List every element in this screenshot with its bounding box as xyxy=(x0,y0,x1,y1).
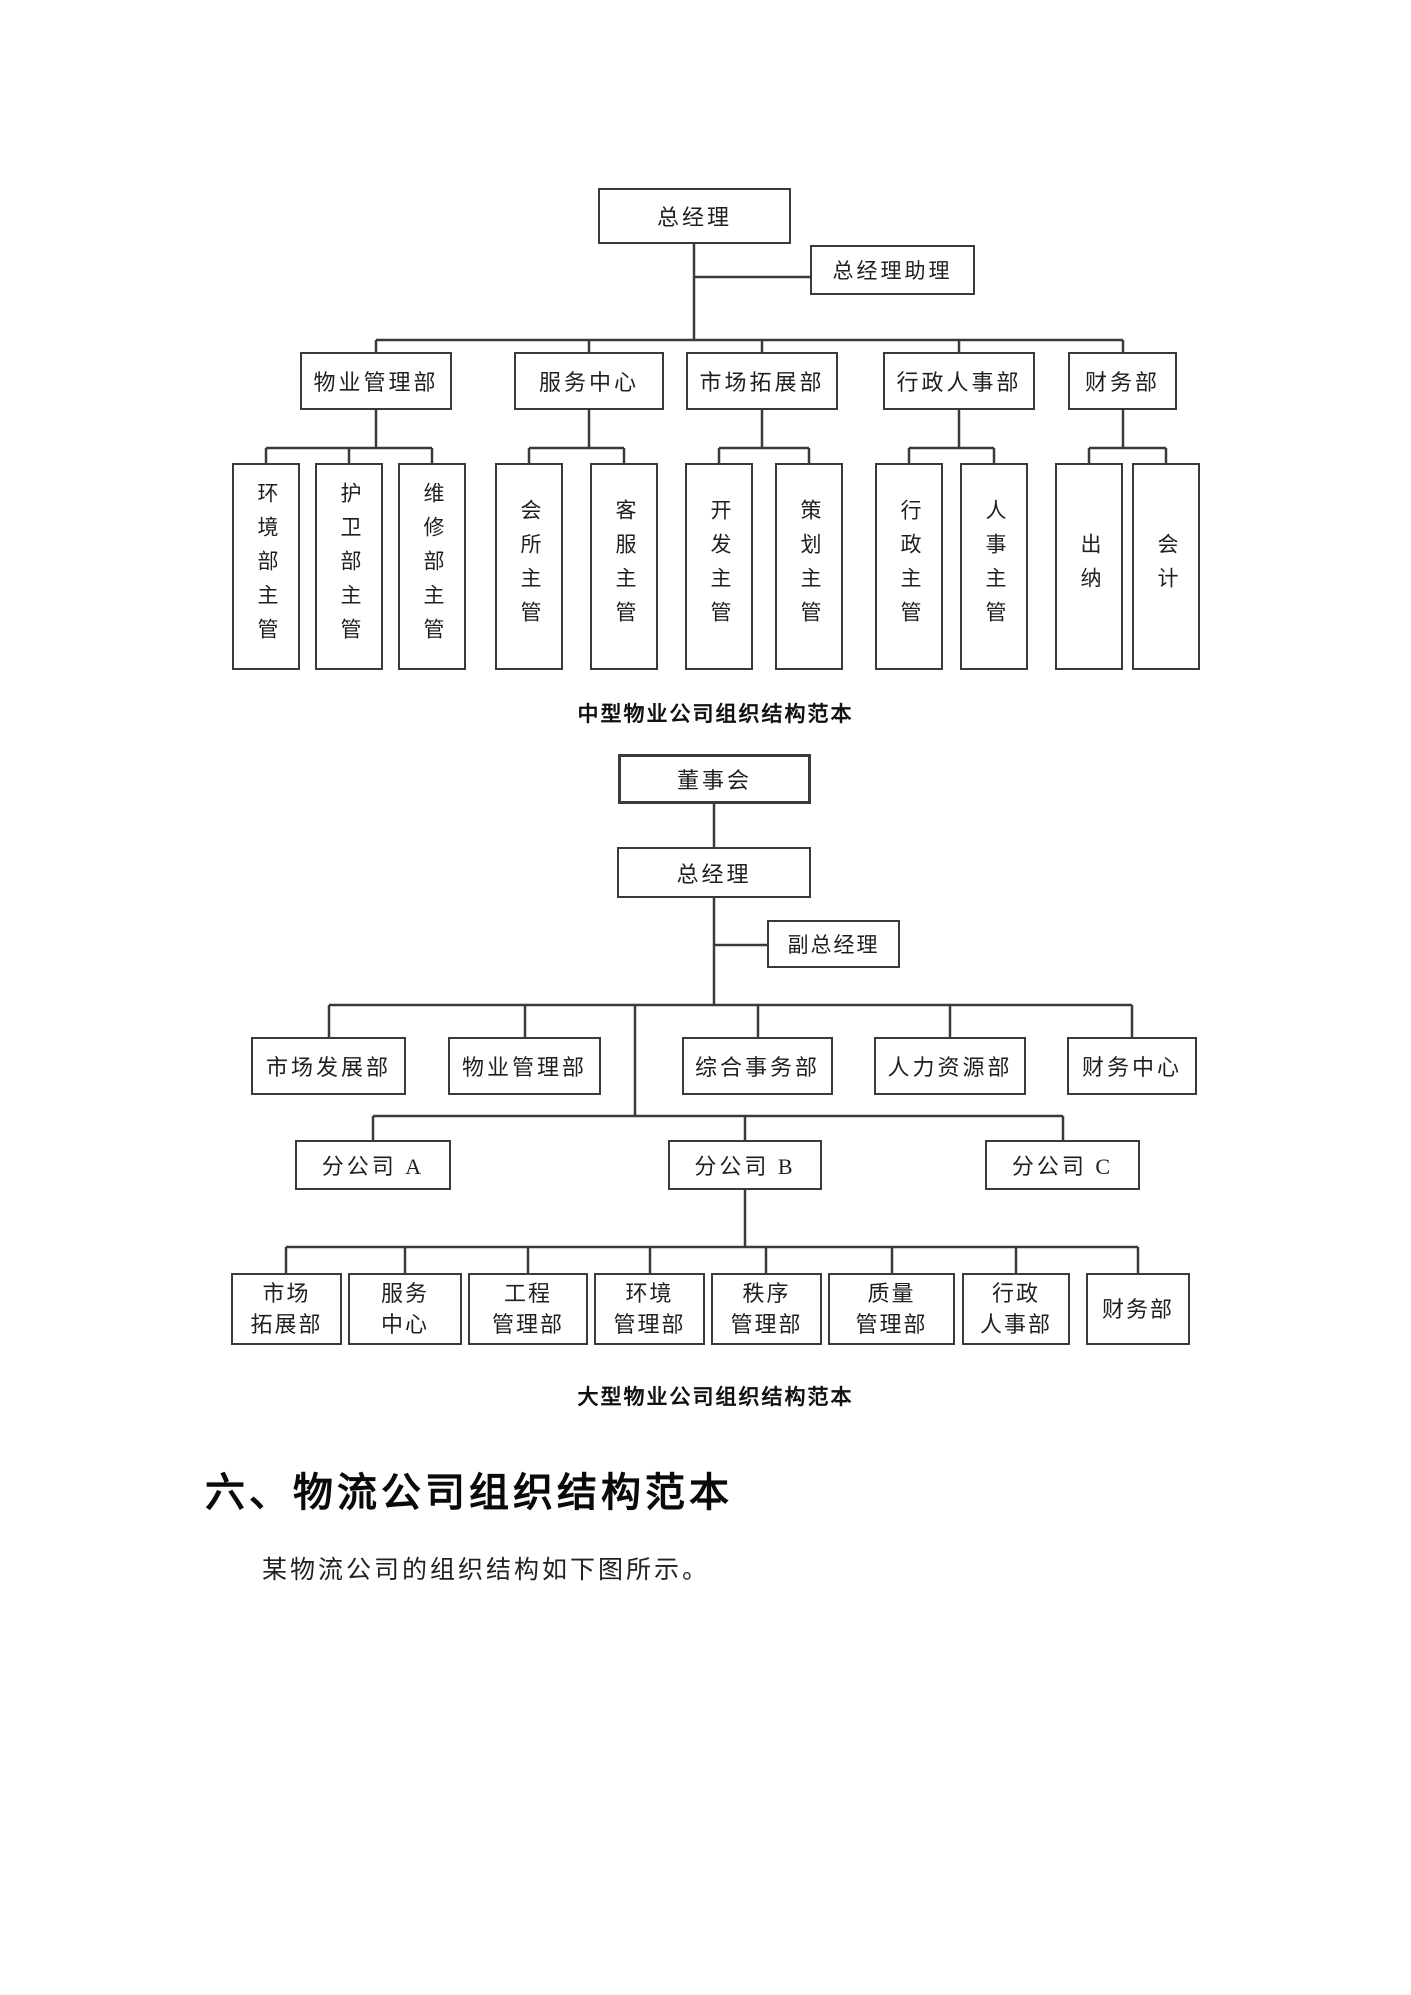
org2-branch-b: 分公司 B xyxy=(668,1140,822,1190)
org2-dept-property-management: 物业管理部 xyxy=(448,1037,601,1095)
org1-dept-property-management: 物业管理部 xyxy=(300,352,452,410)
org2-dept-human-resources: 人力资源部 xyxy=(874,1037,1026,1095)
org2-dept-finance-center: 财务中心 xyxy=(1067,1037,1197,1095)
org1-staff-admin-supervisor: 行政主管 xyxy=(875,463,943,670)
org1-staff-planning-supervisor: 策划主管 xyxy=(775,463,843,670)
org1-staff-guard-supervisor: 护卫部主管 xyxy=(315,463,383,670)
org1-staff-environment-supervisor: 环境部主管 xyxy=(232,463,300,670)
org1-staff-maintenance-supervisor: 维修部主管 xyxy=(398,463,466,670)
org2-branchdept-environment: 环境 管理部 xyxy=(594,1273,705,1345)
org1-staff-customer-service-supervisor: 客服主管 xyxy=(590,463,658,670)
org2-node-general-manager: 总经理 xyxy=(617,847,811,898)
org2-node-board: 董事会 xyxy=(618,754,811,804)
org2-branchdept-order: 秩序 管理部 xyxy=(711,1273,822,1345)
org1-dept-admin-hr: 行政人事部 xyxy=(883,352,1035,410)
org2-branchdept-market-expansion: 市场 拓展部 xyxy=(231,1273,342,1345)
org2-branchdept-service-center: 服务 中心 xyxy=(348,1273,462,1345)
org1-node-gm-assistant: 总经理助理 xyxy=(810,245,975,295)
org2-branchdept-engineering: 工程 管理部 xyxy=(468,1273,588,1345)
org2-branch-c: 分公司 C xyxy=(985,1140,1140,1190)
org1-node-general-manager: 总经理 xyxy=(598,188,791,244)
org2-dept-market-development: 市场发展部 xyxy=(251,1037,406,1095)
org1-dept-finance: 财务部 xyxy=(1068,352,1177,410)
chart2-caption: 大型物业公司组织结构范本 xyxy=(577,1386,854,1409)
org1-dept-service-center: 服务中心 xyxy=(514,352,664,410)
section-heading: 六、物流公司组织结构范本 xyxy=(205,1471,733,1515)
chart1-caption: 中型物业公司组织结构范本 xyxy=(577,703,854,726)
org1-staff-clubhouse-supervisor: 会所主管 xyxy=(495,463,563,670)
org2-branchdept-quality: 质量 管理部 xyxy=(828,1273,955,1345)
org1-staff-development-supervisor: 开发主管 xyxy=(685,463,753,670)
org1-dept-market-expansion: 市场拓展部 xyxy=(686,352,838,410)
org2-node-deputy-gm: 副总经理 xyxy=(767,920,900,968)
org2-branch-a: 分公司 A xyxy=(295,1140,451,1190)
org1-staff-accountant: 会计 xyxy=(1132,463,1200,670)
org2-branchdept-admin-hr: 行政 人事部 xyxy=(962,1273,1070,1345)
section-paragraph: 某物流公司的组织结构如下图所示。 xyxy=(262,1557,711,1584)
org1-staff-hr-supervisor: 人事主管 xyxy=(960,463,1028,670)
org2-branchdept-finance: 财务部 xyxy=(1086,1273,1190,1345)
org1-staff-cashier: 出纳 xyxy=(1055,463,1123,670)
org2-dept-general-affairs: 综合事务部 xyxy=(682,1037,833,1095)
